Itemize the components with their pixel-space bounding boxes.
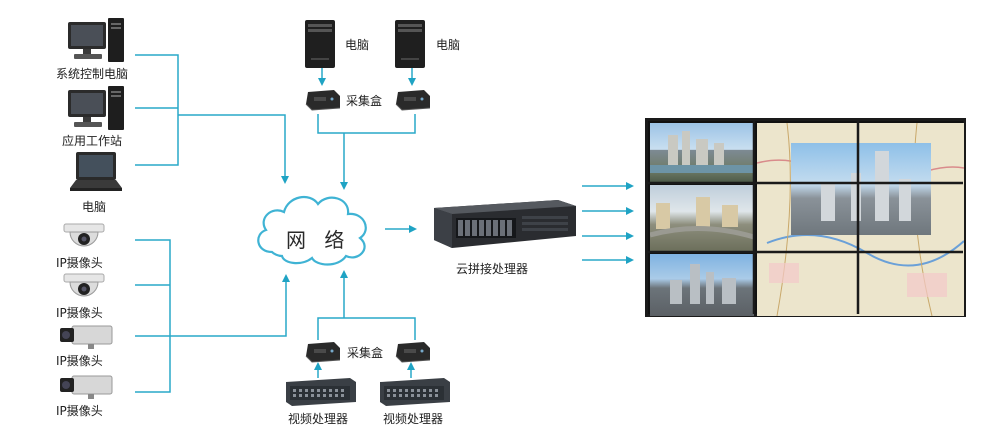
video-wall-display: [645, 118, 966, 317]
box-camera-icon: [60, 325, 113, 349]
ip-camera-label-4: IP摄像头: [56, 404, 103, 418]
capture-box-icon: [305, 342, 340, 363]
rack-server-icon: [434, 200, 576, 248]
pc-label-1: 电脑: [345, 38, 370, 52]
ip-camera-label-2: IP摄像头: [56, 306, 103, 320]
capture-box-icon: [395, 342, 430, 363]
pc-label-2: 电脑: [436, 38, 461, 52]
capture-box-icon: [305, 90, 340, 111]
dome-camera-icon: [63, 273, 105, 297]
video-processor-icon: [286, 378, 356, 406]
video-processor-label-1: 视频处理器: [288, 412, 349, 426]
city-skyline-tile: [650, 123, 754, 182]
workstation-computer-icon: [68, 86, 124, 130]
city-overpass-tile: [650, 185, 754, 251]
map-tile: [757, 123, 964, 316]
ip-camera-label-3: IP摄像头: [56, 354, 103, 368]
network-cloud-icon: [257, 195, 367, 266]
line-pc-group: [135, 54, 179, 166]
app-workstation-label: 应用工作站: [62, 134, 123, 148]
cloud-splicing-processor-label: 云拼接处理器: [456, 262, 529, 276]
video-processor-label-2: 视频处理器: [383, 412, 444, 426]
dome-camera-icon: [63, 223, 105, 247]
video-processor-icon: [380, 378, 450, 406]
video-wall-grid: [648, 121, 963, 314]
laptop-icon: [70, 152, 122, 191]
network-label: 网 络: [286, 228, 351, 252]
capture-box-icon: [395, 90, 430, 111]
system-control-pc-label: 系统控制电脑: [56, 67, 129, 81]
box-camera-icon: [60, 375, 113, 399]
laptop-label: 电脑: [82, 200, 107, 214]
ip-camera-label-1: IP摄像头: [56, 256, 103, 270]
city-center-photo: [791, 143, 931, 235]
capture-box-label-bottom: 采集盒: [347, 346, 384, 360]
line-camera-group: [135, 239, 171, 393]
desktop-computer-icon: [68, 18, 124, 62]
tower-pc-icon: [305, 20, 335, 68]
tower-pc-icon: [395, 20, 425, 68]
capture-box-label-top: 采集盒: [346, 94, 383, 108]
city-aerial-tile: [650, 254, 754, 316]
